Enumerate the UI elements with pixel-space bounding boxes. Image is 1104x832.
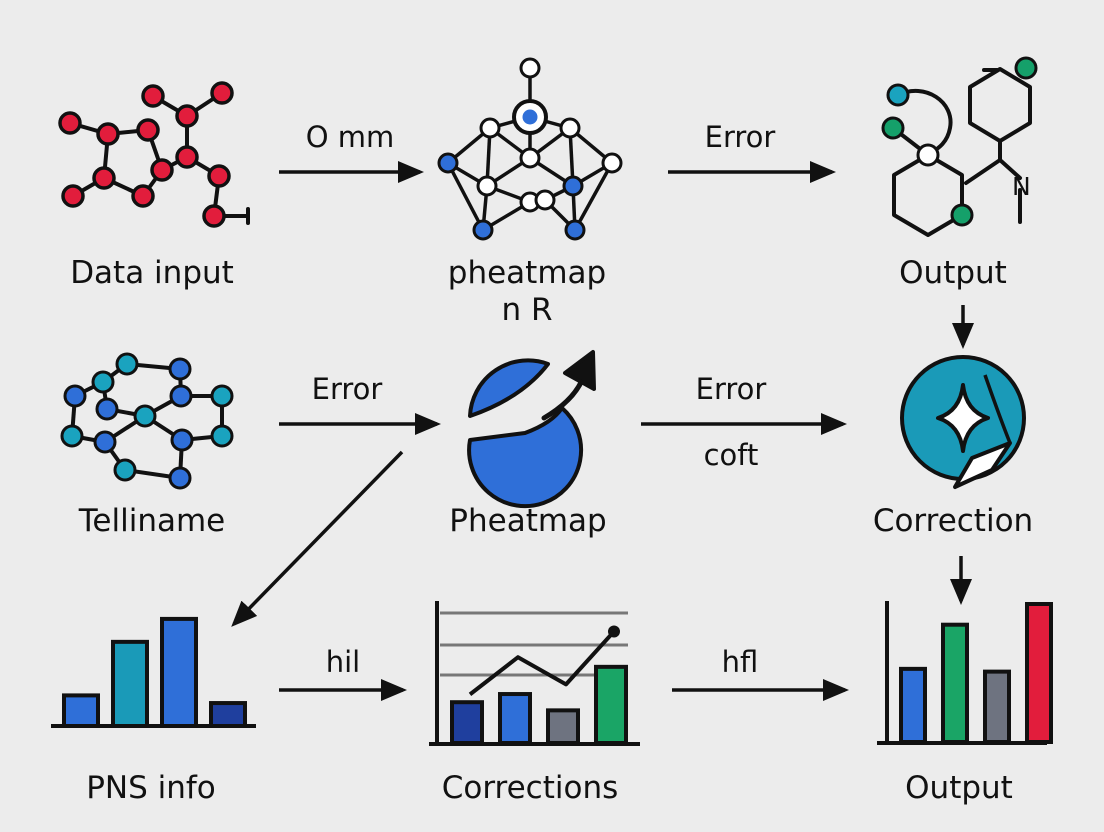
node-label-pns-info: PNS info <box>86 770 216 806</box>
node-label-output-bottom: Output <box>905 770 1013 806</box>
chart-bar <box>941 622 969 745</box>
output-bar-chart-icon <box>877 601 1053 745</box>
node-label-correction: Correction <box>872 503 1034 539</box>
edge-label-error-1: Error <box>704 120 776 154</box>
chart-bar <box>1025 602 1053 744</box>
node-label-pheatmap-line1: pheatmap <box>447 255 607 291</box>
node-label-pheatmap-mid: Pheatmap <box>449 503 607 539</box>
node-label-pheatmap-line2: n R <box>501 292 553 328</box>
nitrogen-atom-label: N <box>1012 172 1031 201</box>
node-label-pheatmap: pheatmap n R <box>448 258 606 326</box>
pie-arrow-icon <box>467 350 596 509</box>
chart-trend-line <box>468 630 616 696</box>
edge-label-hil: hil <box>325 645 361 679</box>
edge-pheatmap-to-pns-info <box>231 450 404 627</box>
edge-label-hfl: hfl <box>721 645 759 679</box>
chart-bar <box>62 693 100 729</box>
node-label-telliname: Telliname <box>78 503 226 539</box>
edge-label-error-3: Error <box>695 372 767 406</box>
edge-label-coft: coft <box>703 438 759 472</box>
node-label-data-input: Data input <box>70 255 234 291</box>
network-graph-icon <box>437 57 623 241</box>
edge-label-o-mm: O mm <box>305 120 395 154</box>
chart-bar <box>983 669 1011 744</box>
star-circle-icon <box>900 355 1026 489</box>
red-molecule-network-icon <box>58 81 250 228</box>
chart-bar <box>160 616 198 729</box>
chart-trend-point <box>608 625 620 638</box>
chemical-structure-icon <box>881 56 1038 237</box>
chart-bar <box>111 639 149 728</box>
bar-line-chart-icon <box>429 601 640 746</box>
bar-chart-icon <box>51 616 256 729</box>
chart-bar <box>546 708 580 745</box>
edge-label-error-2: Error <box>311 372 383 406</box>
chart-bar <box>899 666 927 744</box>
chart-bar <box>498 692 532 745</box>
chart-bar <box>450 700 484 746</box>
chart-bar <box>594 664 628 746</box>
edges <box>231 161 974 701</box>
node-label-output-top: Output <box>899 255 1007 291</box>
node-label-corrections: Corrections <box>441 770 619 806</box>
chart-bar <box>209 701 247 728</box>
teal-molecule-network-icon <box>60 352 234 490</box>
